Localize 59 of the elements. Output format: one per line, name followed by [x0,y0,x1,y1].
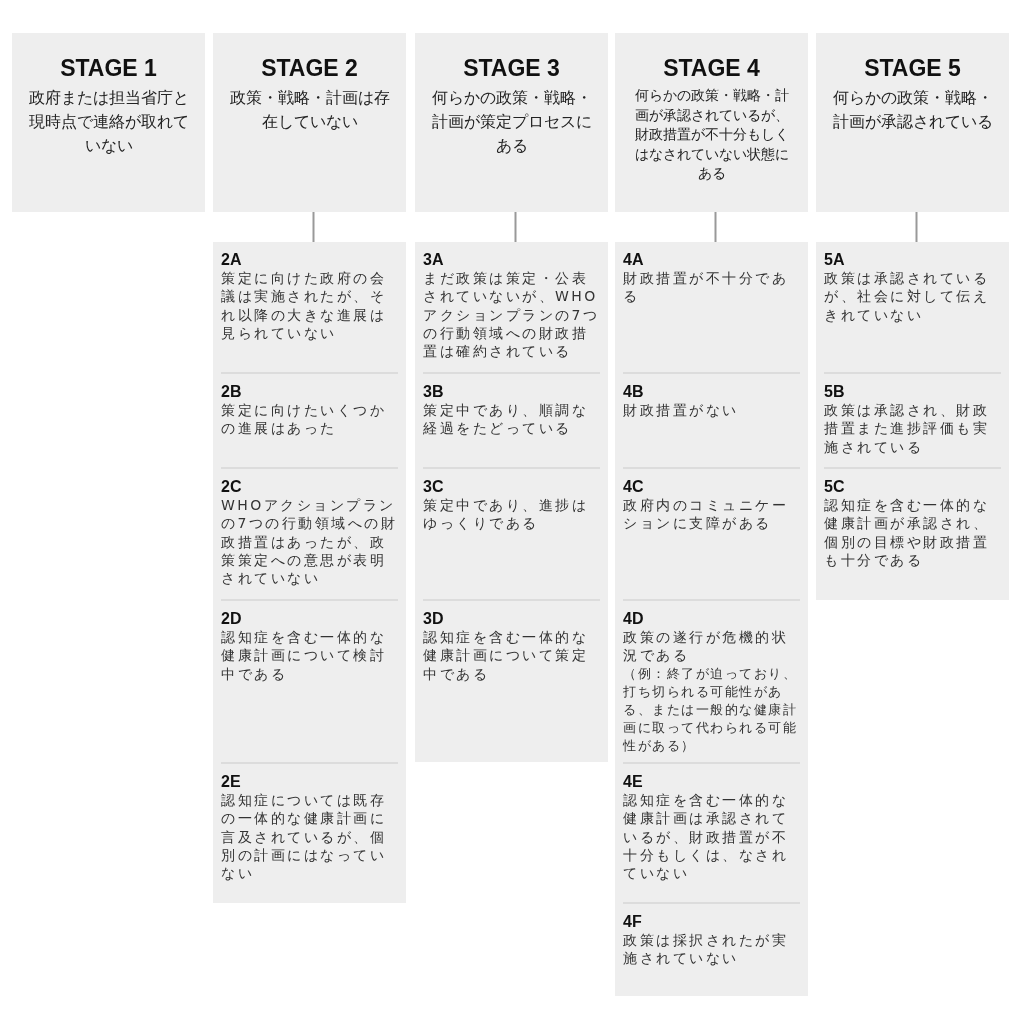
substep-code: 3C [423,477,445,497]
stage-description: 何らかの政策・戦略・計画が承認されている [831,87,994,133]
substep-code: 3D [423,609,445,629]
connector-line [312,211,315,243]
stage-header-box [213,33,406,212]
substep-code: 2D [221,609,243,629]
substep-code: 4B [623,382,645,402]
substep-description: 政策は承認され、財政措置また進捗評価も実施されている [824,401,990,456]
stage-description: 政府または担当省庁と現時点で連絡が取れていない [27,87,190,157]
substep-code: 4D [623,609,645,629]
connector-line [915,211,918,243]
substep-description: 策定中であり、順調な経過をたどっている [423,401,589,438]
stage-description: 何らかの政策・戦略・計画が承認されているが、財政措置が不十分もしくはなされていない状態にある [633,86,790,184]
substep-code: 5A [824,250,846,270]
substep-code: 3A [423,250,445,270]
connector-line [514,211,517,243]
substep-code: 4A [623,250,645,270]
substep-panel [213,242,406,903]
stage-description: 何らかの政策・戦略・計画が策定プロセスにある [430,87,593,157]
stage-title: STAGE 5 [864,55,961,82]
substep-description: 認知症を含む一体的な健康計画について検討中である [221,628,387,683]
substep-code: 5C [824,477,846,497]
substep-code: 4C [623,477,645,497]
substep-description: 認知症を含む一体的な健康計画について策定中である [423,628,589,683]
substep-description: 策定中であり、進捗はゆっくりである [423,496,589,533]
substep-code: 2B [221,382,243,402]
stage-description: 政策・戦略・計画は存在していない [228,87,391,133]
stage-header-box [615,33,808,212]
substep-note: （例：終了が迫っており、打ち切られる可能性がある、または一般的な健康計画に取って代わられる可能性がある） [623,664,798,756]
substep-description: 策定に向けた政府の会議は実施されたが、それ以降の大きな進展は見られていない [221,269,387,342]
substep-description: 政策は採択されたが実施されていない [623,931,789,968]
substep-code: 4F [623,912,643,932]
substep-code: 2E [221,772,242,792]
substep-description: 認知症を含む一体的な健康計画が承認され、個別の目標や財政措置も十分である [824,496,990,569]
stage-title: STAGE 2 [261,55,358,82]
substep-description: 政策は承認されているが、社会に対して伝えきれていない [824,269,990,324]
substep-panel [415,242,608,762]
substep-description: 認知症については既存の一体的な健康計画に言及されているが、個別の計画にはなっていない [221,791,387,883]
substep-code: 5B [824,382,846,402]
substep-code: 4E [623,772,644,792]
substep-panel [816,242,1009,600]
substep-description: 政府内のコミュニケーションに支障がある [623,496,789,533]
substep-description: まだ政策は策定・公表されていないが、WHOアクションプランの7つの行動領域への財政措置は確約されている [423,269,600,361]
stage-header-box [415,33,608,212]
connector-line [714,211,717,243]
substep-panel [615,242,808,996]
substep-description: 財政措置が不十分である [623,269,789,306]
substep-code: 3B [423,382,445,402]
stage-title: STAGE 1 [60,55,157,82]
stage-header-box [816,33,1009,212]
substep-description: WHOアクションプランの7つの行動領域への財政措置はあったが、政策策定への意思が表明されていない [221,496,398,588]
substep-description: 策定に向けたいくつかの進展はあった [221,401,387,438]
substep-description: 政策の遂行が危機的状況である [623,628,789,665]
stage-title: STAGE 3 [463,55,560,82]
substep-code: 2A [221,250,243,270]
stage-title: STAGE 4 [663,55,760,82]
substep-code: 2C [221,477,243,497]
substep-description: 認知症を含む一体的な健康計画は承認されているが、財政措置が不十分もしくは、なされていない [623,791,789,883]
substep-description: 財政措置がない [623,401,740,420]
